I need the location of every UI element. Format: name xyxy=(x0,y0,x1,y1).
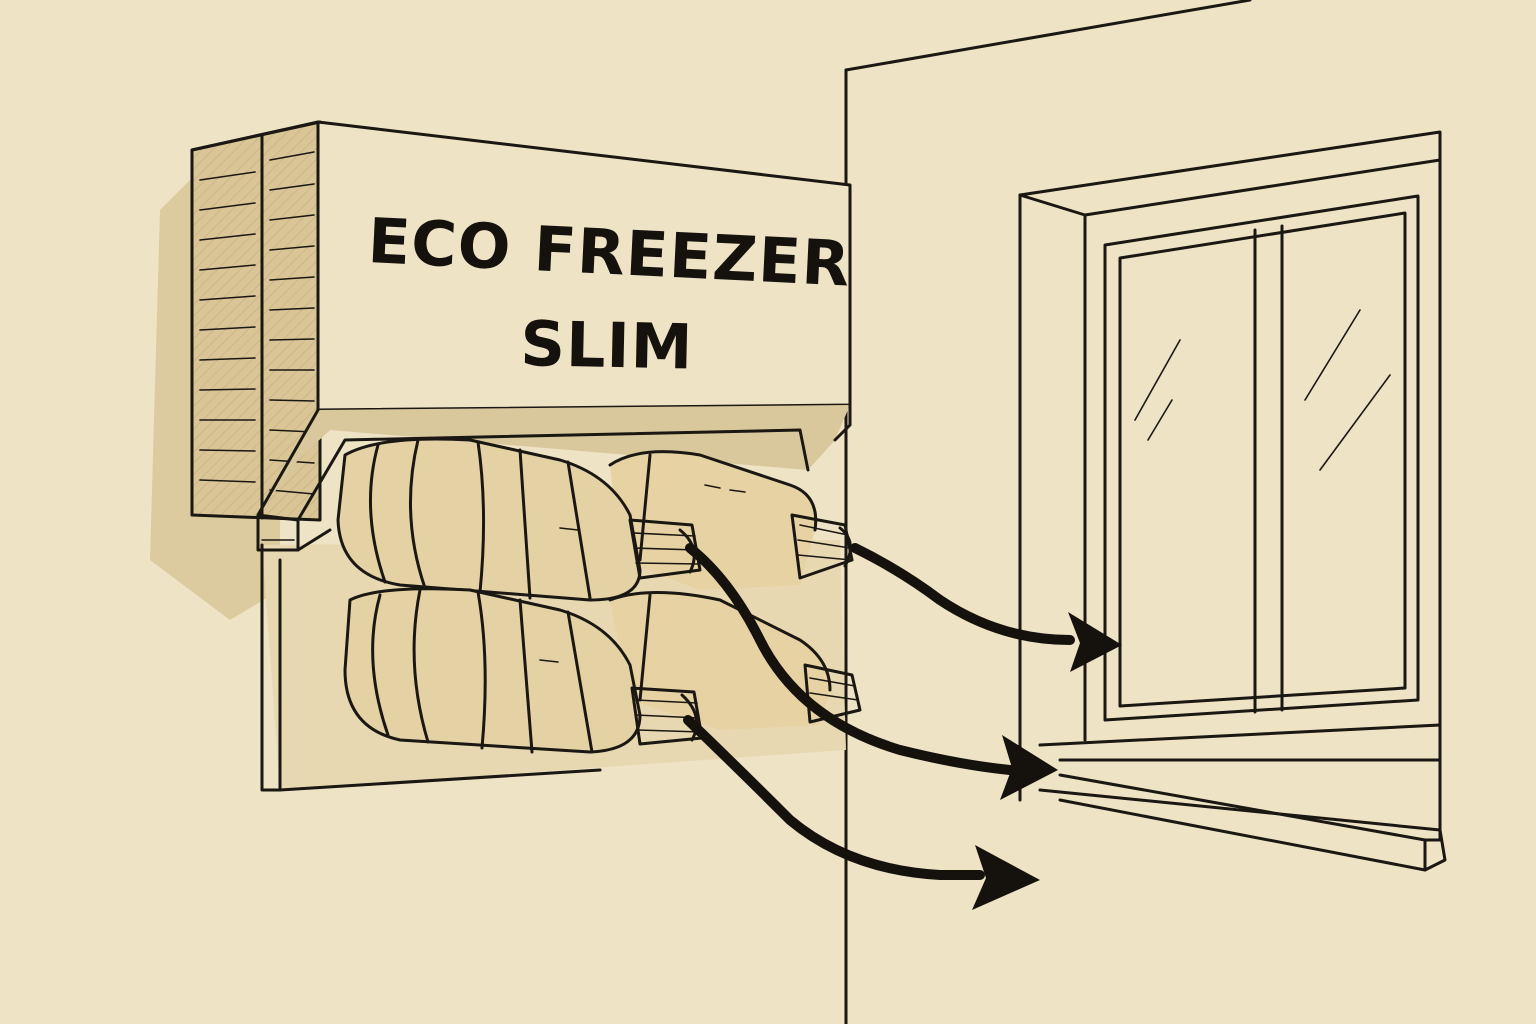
label-line-2: SLIM xyxy=(520,307,694,384)
louver-vent-icon xyxy=(190,120,322,522)
window-icon xyxy=(1018,130,1447,872)
air-flow-arrow-head xyxy=(1000,735,1058,800)
air-flow-arrow-head xyxy=(1068,612,1122,672)
air-flow-arrow-icon xyxy=(683,715,985,880)
air-flow-arrow-icon xyxy=(850,543,1075,645)
air-flow-arrow-icon xyxy=(685,543,1015,775)
air-flow-arrows xyxy=(683,543,1122,910)
freezer-housing xyxy=(190,120,852,552)
air-flow-arrow-head xyxy=(972,845,1040,910)
water-bottle-icon xyxy=(336,437,862,754)
